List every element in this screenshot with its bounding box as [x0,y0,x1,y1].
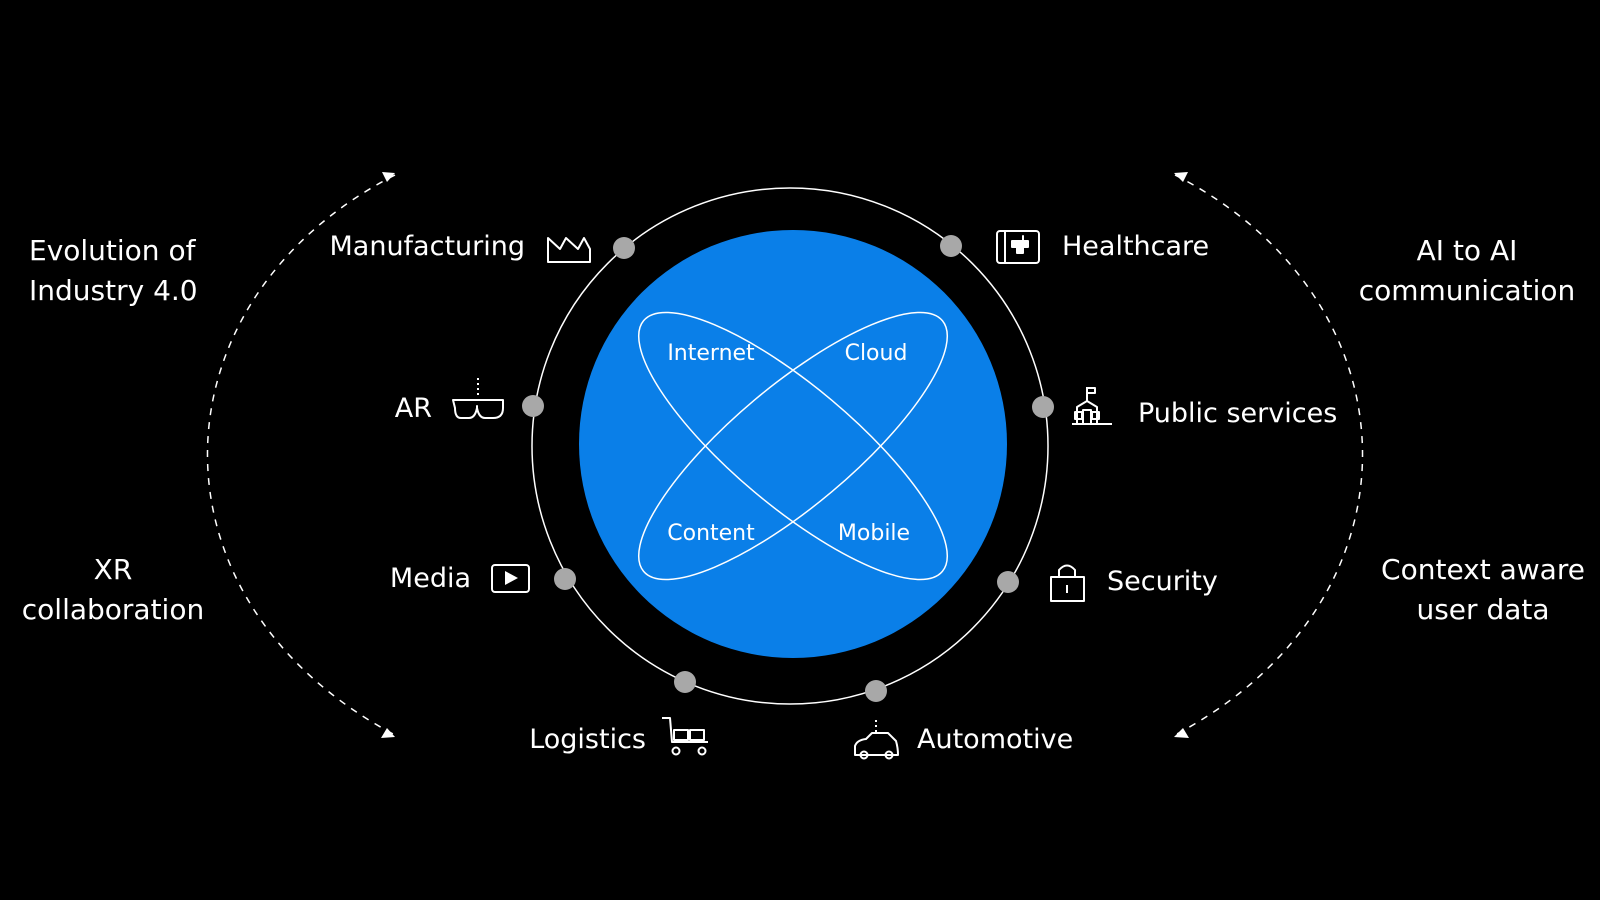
ar-glasses-icon [452,378,504,419]
label-ar: AR [394,393,432,424]
building-icon [1072,387,1112,425]
ring-dot-media [554,568,576,590]
ring-dot-logistics [674,671,696,693]
core-label-content: Content [667,521,755,546]
car-icon [854,720,899,760]
side-label-line: XR [93,553,133,586]
side-label-context-aware: Context aware user data [1370,550,1596,630]
side-label-line: communication [1358,274,1576,307]
core-label-mobile: Mobile [838,521,910,546]
side-label-evolution-industry: Evolution of Industry 4.0 [29,231,198,311]
core-label-internet: Internet [667,341,755,366]
ring-dot-ar [522,395,544,417]
arrowhead-top-right [1174,172,1188,182]
lock-icon [1050,564,1085,602]
arrowhead-bottom-left [381,728,395,738]
label-manufacturing: Manufacturing [329,231,525,262]
ring-dot-public-services [1032,396,1054,418]
label-security: Security [1107,566,1218,597]
label-public-services: Public services [1138,398,1338,429]
label-media: Media [389,563,471,594]
side-label-line: collaboration [21,593,205,626]
core-label-cloud: Cloud [845,341,908,366]
core-circle [579,230,1007,658]
play-icon [491,564,530,593]
outer-ring [531,187,1049,705]
ring-dot-healthcare [940,235,962,257]
ring-dot-automotive [865,680,887,702]
side-label-line: Industry 4.0 [29,274,198,307]
cart-icon [662,717,708,756]
side-label-ai-to-ai: AI to AI communication [1352,231,1582,311]
right-dashed-arc [1174,174,1364,736]
arrowhead-top-left [382,172,395,182]
ring-dot-security [997,571,1019,593]
factory-icon [547,237,591,263]
label-logistics: Logistics [529,724,646,755]
label-healthcare: Healthcare [1062,231,1210,262]
side-label-line: Evolution of [29,234,196,267]
core-ellipse-b [637,311,949,581]
side-label-xr-collaboration: XR collaboration [20,550,206,630]
medical-kit-icon [996,230,1040,264]
arrowhead-bottom-right [1174,728,1189,738]
label-automotive: Automotive [917,724,1074,755]
ring-dot-manufacturing [613,237,635,259]
left-dashed-arc [206,174,396,736]
core-ellipse-a [637,311,949,581]
side-label-line: user data [1416,593,1550,626]
side-label-line: Context aware [1381,553,1585,586]
side-label-line: AI to AI [1416,234,1518,267]
